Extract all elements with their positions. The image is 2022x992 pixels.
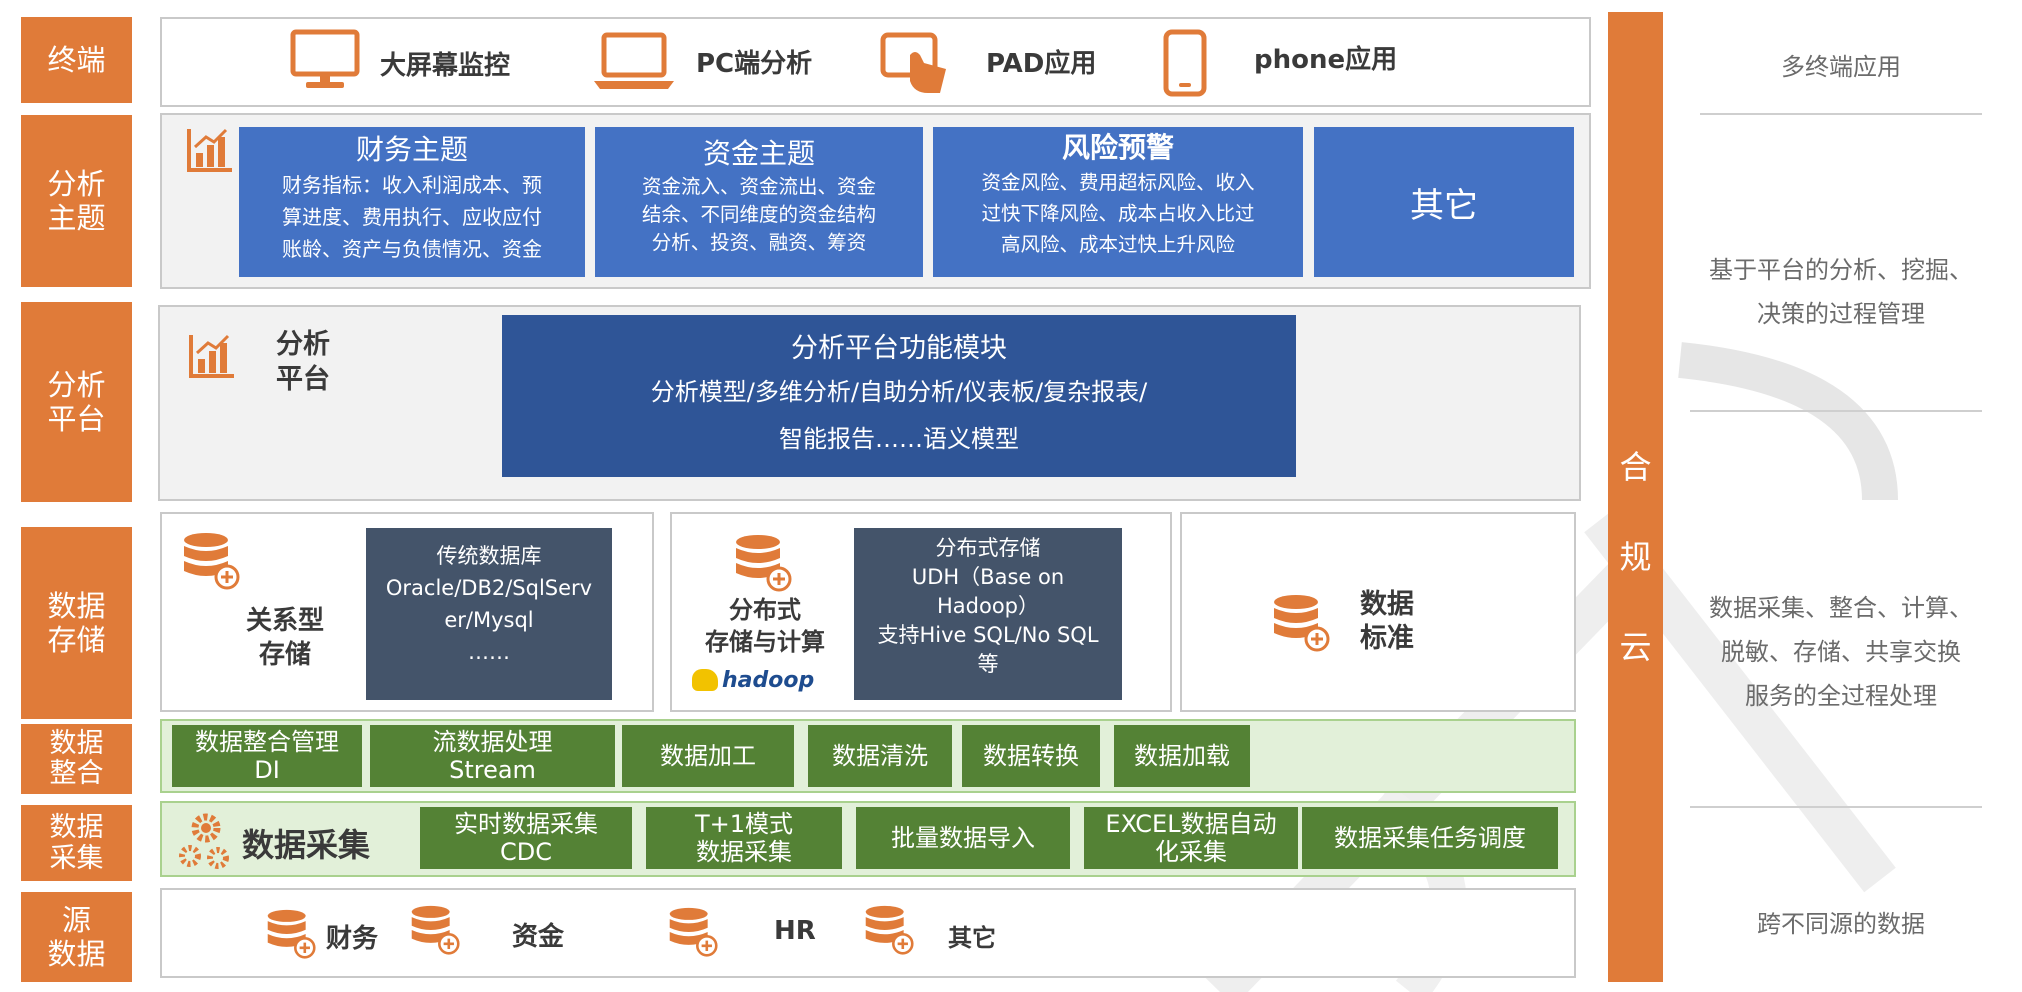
phone-icon (1163, 29, 1207, 97)
integration-item-cleansing: 数据清洗 (808, 725, 952, 787)
topic-other-title: 其它 (1410, 185, 1478, 226)
platform-module: 分析平台功能模块 分析模型/多维分析/自助分析/仪表板/复杂报表/ 智能报告……… (502, 315, 1296, 477)
topic-finance-title: 财务主题 (355, 133, 468, 166)
topic-finance: 财务主题 财务指标：收入利润成本、预 算进度、费用执行、应收应付 账龄、资产与负… (239, 127, 585, 277)
topic-funds-title: 资金主题 (702, 137, 815, 170)
database-icon (865, 905, 914, 955)
compliance-bar: 合 规 云 (1608, 12, 1663, 982)
source-item-other: 其它 (948, 924, 996, 952)
collection-item-batch: 批量数据导入 (856, 807, 1070, 869)
topics-panel: 财务主题 财务指标：收入利润成本、预 算进度、费用执行、应收应付 账龄、资产与负… (160, 113, 1591, 289)
hadoop-logo-text: hadoop (722, 667, 815, 693)
source-item-funds: 资金 (512, 922, 565, 952)
hadoop-logo: hadoop (692, 664, 832, 696)
distributed-storage-box: 分布式存储 UDH（Base on Hadoop） 支持Hive SQL/No … (854, 528, 1122, 700)
collection-item-excel: EXCEL数据自动 化采集 (1084, 807, 1298, 869)
data-standard-label: 数据 标准 (1360, 589, 1414, 654)
terminal-item-pad: PAD应用 (986, 49, 1097, 79)
layer-label-collection: 数据 采集 (21, 805, 132, 881)
relational-storage-label: 关系型 存储 (246, 606, 325, 670)
integration-item-stream: 流数据处理 Stream (370, 725, 615, 787)
bar-chart-icon (189, 334, 234, 378)
topic-risk-body: 资金风险、费用超标风险、收入 过快下降风险、成本占收入比过 高风险、成本过快上升… (981, 171, 1255, 256)
traditional-db-box: 传统数据库 Oracle/DB2/SqlServ er/Mysql …… (366, 528, 612, 700)
separator (1700, 113, 1982, 115)
collection-item-scheduling: 数据采集任务调度 (1302, 807, 1558, 869)
layer-label-platform: 分析 平台 (21, 302, 132, 502)
layer-label-topics: 分析 主题 (21, 115, 132, 287)
database-icon (267, 909, 316, 959)
topic-funds: 资金主题 资金流入、资金流出、资金 结余、不同维度的资金结构 分析、投资、融资、… (595, 127, 923, 277)
separator (1690, 806, 1982, 808)
source-item-hr: HR (774, 916, 816, 946)
database-icon (1274, 595, 1330, 652)
database-icon (184, 533, 240, 590)
source-panel: 财务 资金 HR 其它 (160, 888, 1576, 978)
hadoop-elephant-icon (692, 669, 718, 691)
gears-icon (179, 813, 229, 869)
monitor-icon (290, 29, 360, 88)
note-analysis: 基于平台的分析、挖掘、 决策的过程管理 (1709, 256, 1973, 328)
layer-label-integration: 数据 整合 (21, 724, 132, 794)
source-item-finance: 财务 (326, 924, 379, 954)
layer-label-terminal: 终端 (21, 17, 132, 103)
integration-item-transform: 数据转换 (962, 725, 1100, 787)
topic-finance-body: 财务指标：收入利润成本、预 算进度、费用执行、应收应付 账龄、资产与负债情况、资… (282, 173, 542, 261)
storage-standard-panel: 数据 标准 (1180, 512, 1576, 712)
platform-panel: 分析 平台 分析平台功能模块 分析模型/多维分析/自助分析/仪表板/复杂报表/ … (158, 305, 1581, 501)
terminal-item-phone: phone应用 (1254, 45, 1398, 75)
separator (1690, 410, 1982, 412)
layer-label-storage: 数据 存储 (21, 527, 132, 719)
laptop-icon (594, 32, 674, 89)
platform-label: 分析 平台 (276, 329, 330, 395)
integration-item-processing: 数据加工 (622, 725, 794, 787)
database-icon (669, 907, 718, 957)
collection-item-t1: T+1模式 数据采集 (646, 807, 842, 869)
storage-relational-panel: 关系型 存储 传统数据库 Oracle/DB2/SqlServ er/Mysql… (160, 512, 654, 712)
terminal-item-pc: PC端分析 (696, 49, 813, 79)
topic-funds-body: 资金流入、资金流出、资金 结余、不同维度的资金结构 分析、投资、融资、筹资 (641, 175, 876, 254)
distributed-storage-label: 分布式 存储与计算 (705, 596, 825, 656)
note-source: 跨不同源的数据 (1757, 910, 1925, 938)
platform-module-title: 分析平台功能模块 (791, 333, 1007, 364)
terminal-item-screen: 大屏幕监控 (380, 51, 511, 81)
layer-label-source: 源 数据 (21, 892, 132, 982)
storage-distributed-panel: 分布式 存储与计算 hadoop 分布式存储 UDH（Base on Hadoo… (670, 512, 1172, 712)
collection-item-cdc: 实时数据采集 CDC (420, 807, 632, 869)
platform-module-body: 分析模型/多维分析/自助分析/仪表板/复杂报表/ 智能报告……语义模型 (650, 378, 1148, 453)
topic-risk: 风险预警 资金风险、费用超标风险、收入 过快下降风险、成本占收入比过 高风险、成… (933, 127, 1303, 277)
terminal-panel: 大屏幕监控 PC端分析 PAD应用 phone应用 (160, 17, 1591, 107)
bar-chart-icon (187, 128, 232, 172)
note-terminal: 多终端应用 (1781, 53, 1901, 81)
note-data: 数据采集、整合、计算、 脱敏、存储、共享交换 服务的全过程处理 (1709, 594, 1973, 710)
database-icon (736, 535, 792, 592)
topic-other: 其它 (1314, 127, 1574, 277)
tablet-icon (880, 32, 946, 93)
database-icon (411, 905, 460, 955)
integration-item-di: 数据整合管理 DI (172, 725, 362, 787)
topic-risk-title: 风险预警 (1061, 131, 1174, 164)
compliance-label: 合 规 云 (1619, 448, 1652, 666)
collection-title: 数据采集 (242, 826, 371, 864)
integration-item-load: 数据加载 (1114, 725, 1250, 787)
